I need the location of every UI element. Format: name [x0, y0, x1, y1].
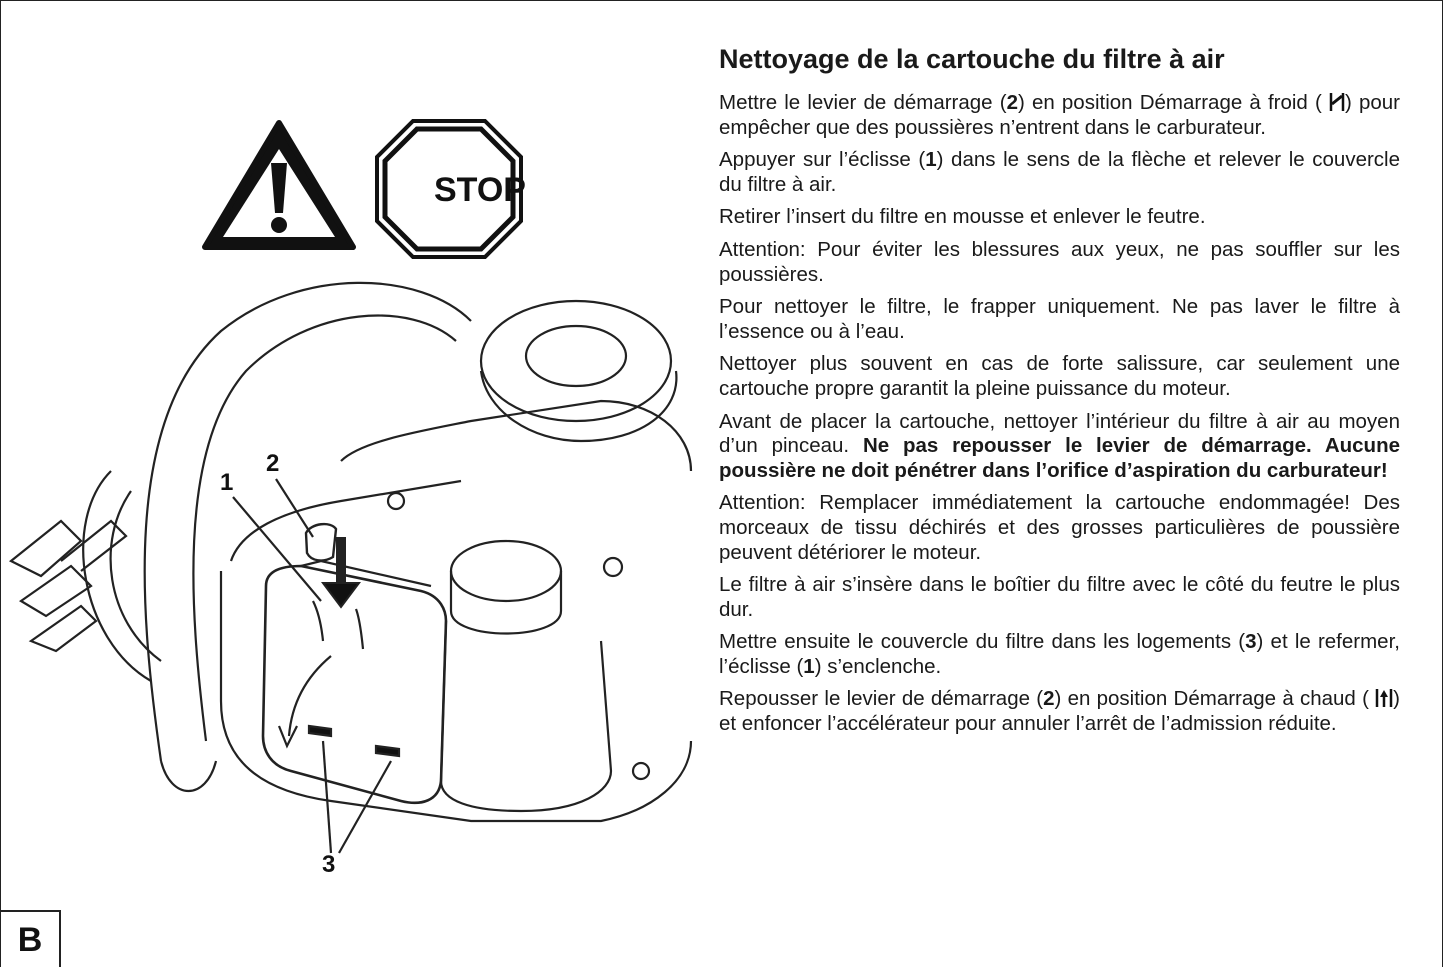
paragraph-cold-start: Mettre le levier de démarrage (2) en pos…	[719, 91, 1400, 139]
paragraph-close-cover: Mettre ensuite le couvercle du filtre da…	[719, 630, 1400, 678]
paragraph-press-tab: Appuyer sur l’éclisse (1) dans le sens d…	[719, 148, 1401, 196]
paragraph-warm-start: Repousser le levier de démarrage (2) en …	[719, 687, 1400, 736]
paragraph-warning-replace: Attention: Remplacer immédiatement la ca…	[719, 491, 1400, 564]
warning-triangle-icon	[202, 120, 356, 250]
paragraph-remove-insert: Retirer l’insert du filtre en mousse et …	[719, 205, 1206, 229]
callout-1: 1	[220, 469, 234, 496]
instructions-column: Nettoyage de la cartouche du filtre à ai…	[719, 41, 1400, 745]
callout-2: 2	[266, 450, 280, 477]
paragraph-clean-often: Nettoyer plus souvent en cas de forte sa…	[719, 352, 1400, 400]
paragraph-warning-eyes: Attention: Pour éviter les blessures aux…	[719, 237, 1400, 286]
callout-3: 3	[322, 851, 336, 878]
paragraph-brush-interior: Avant de placer la cartouche, nettoyer l…	[719, 409, 1401, 482]
stop-sign-label: STOP	[434, 171, 526, 209]
paragraph-insert-side: Le filtre à air s’insère dans le boîtier…	[719, 573, 1400, 621]
figure-letter: B	[1, 910, 61, 967]
engine-drawing	[8, 119, 693, 854]
warm-start-icon	[1375, 689, 1393, 708]
stop-sign-icon	[375, 119, 523, 259]
cold-start-choke-icon	[1329, 93, 1345, 111]
hedge-trimmer-illustration: STOP 1 2 3	[1, 1, 701, 967]
section-heading: Nettoyage de la cartouche du filtre à ai…	[719, 44, 1225, 74]
paragraph-clean-filter: Pour nettoyer le filtre, le frapper uniq…	[719, 295, 1400, 343]
